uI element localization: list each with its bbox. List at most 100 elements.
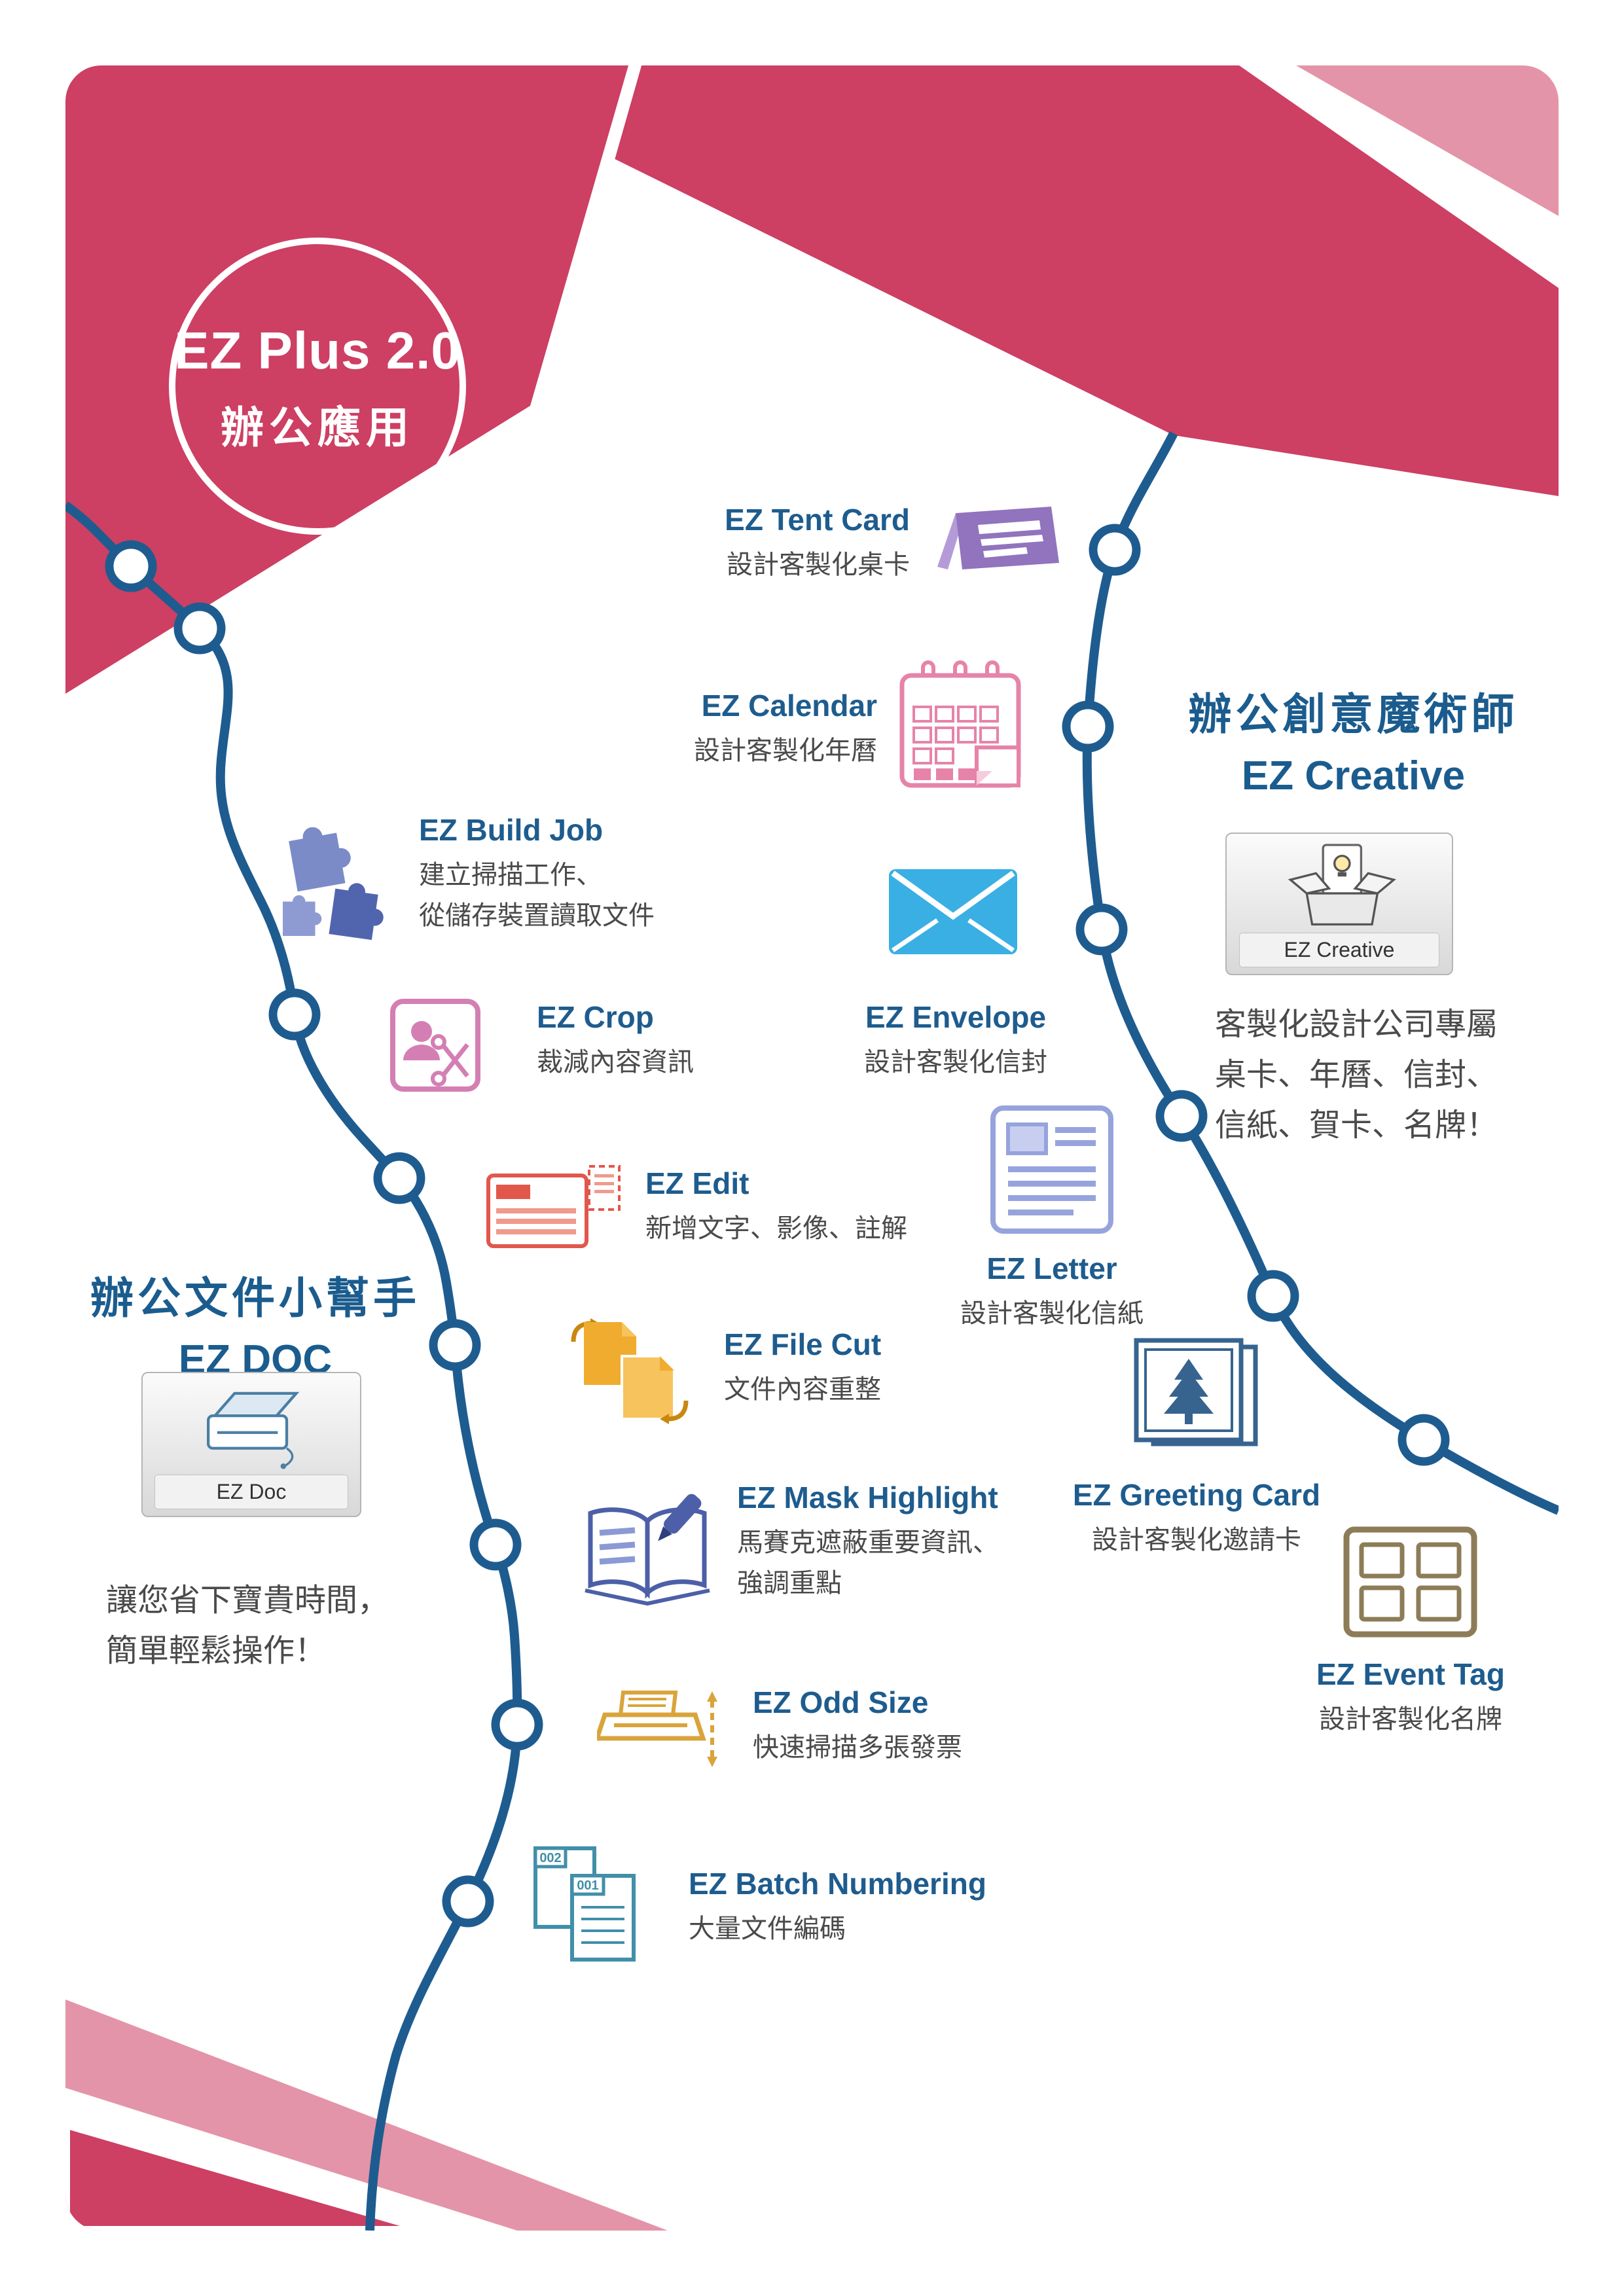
feature-file-cut: EZ File Cut 文件內容重整 — [724, 1327, 1051, 1408]
feature-title: EZ Event Tag — [1316, 1657, 1505, 1691]
creative-heading-cn: 辦公創意魔術師 — [1188, 690, 1519, 738]
feature-desc: 裁減內容資訊 — [537, 1047, 694, 1077]
metro-line-right — [1082, 431, 1559, 1515]
feature-mask-highlight: EZ Mask Highlight 馬賽克遮蔽重要資訊、 強調重點 — [737, 1480, 1163, 1602]
creative-heading-en: EZ Creative — [1241, 753, 1466, 798]
file-cut-icon — [571, 1318, 689, 1424]
feature-title: EZ Envelope — [865, 1000, 1047, 1034]
line-node — [1075, 903, 1128, 956]
feature-crop: EZ Crop 裁減內容資訊 — [537, 1000, 864, 1081]
feature-title: EZ Letter — [986, 1251, 1117, 1285]
build-job-icon — [283, 827, 384, 941]
ez-creative-app-tile: EZ Creative — [1225, 833, 1453, 975]
top-left-shape — [65, 65, 628, 694]
batch-page-002: 002 — [539, 1851, 561, 1865]
feature-desc: 設計客製化信封 — [864, 1047, 1047, 1077]
feature-desc: 設計客製化邀請卡 — [1092, 1525, 1301, 1554]
ez-doc-app-tile: EZ Doc — [141, 1372, 361, 1517]
top-right-wedge-shape — [425, 65, 1559, 496]
feature-desc: 建立掃描工作、 — [419, 860, 602, 889]
odd-size-icon — [597, 1691, 717, 1767]
doc-heading: 辦公文件小幫手 EZ DOC — [85, 1263, 425, 1383]
letter-icon — [990, 1105, 1113, 1234]
calendar-icon — [899, 660, 1021, 788]
greeting-card-icon — [1134, 1338, 1258, 1446]
line-node — [491, 1698, 543, 1751]
bottom-left-crimson-triangle — [65, 2117, 433, 2231]
doc-tagline-line1: 讓您省下寶貴時間， — [106, 1583, 389, 1618]
line-node — [429, 1319, 481, 1371]
batch-page-001: 001 — [577, 1878, 598, 1893]
feature-build-job: EZ Build Job 建立掃描工作、 從儲存裝置讀取文件 — [419, 813, 812, 934]
creative-heading: 辦公創意魔術師 EZ Creative — [1175, 679, 1532, 799]
event-tag-icon — [1343, 1526, 1477, 1638]
creative-desc-line2: 桌卡、年曆、信封、 — [1215, 1057, 1498, 1092]
feature-calendar: EZ Calendar 設計客製化年曆 — [641, 689, 877, 769]
feature-title: EZ Calendar — [701, 689, 877, 723]
app-tile-label: EZ Creative — [1238, 933, 1440, 967]
feature-title: EZ Odd Size — [753, 1685, 929, 1719]
feature-envelope: EZ Envelope 設計客製化信封 — [838, 1000, 1074, 1081]
feature-title: EZ Build Job — [419, 813, 604, 847]
line-node — [469, 1518, 522, 1571]
doc-heading-cn: 辦公文件小幫手 — [90, 1274, 420, 1322]
feature-title: EZ Greeting Card — [1072, 1478, 1321, 1512]
feature-tent-card: EZ Tent Card 設計客製化桌卡 — [681, 503, 910, 583]
badge-ring — [169, 238, 466, 535]
line-node — [442, 1875, 494, 1928]
feature-title: EZ File Cut — [724, 1327, 882, 1361]
mask-highlight-icon — [585, 1494, 710, 1606]
top-right-pink-corner — [1296, 65, 1559, 216]
doc-tagline-line2: 簡單輕鬆操作！ — [106, 1633, 327, 1668]
feature-odd-size: EZ Odd Size 快速掃描多張發票 — [753, 1685, 1093, 1766]
line-node — [268, 988, 321, 1041]
app-tile-label: EZ Doc — [154, 1475, 348, 1509]
edit-icon — [486, 1165, 621, 1248]
feature-desc: 馬賽克遮蔽重要資訊、 — [737, 1528, 999, 1557]
feature-desc: 設計客製化信紙 — [960, 1299, 1144, 1328]
creative-desc-line1: 客製化設計公司專屬 — [1215, 1007, 1498, 1042]
line-node — [173, 602, 226, 655]
badge-title: EZ Plus 2.0 — [174, 321, 461, 380]
crop-icon — [390, 999, 480, 1092]
feature-edit: EZ Edit 新增文字、影像、註解 — [645, 1166, 1012, 1247]
feature-desc: 設計客製化年曆 — [694, 736, 877, 765]
line-node — [1398, 1414, 1450, 1466]
envelope-icon — [889, 869, 1017, 954]
line-nodes — [105, 524, 1450, 1928]
batch-numbering-icon: 002 001 — [533, 1846, 636, 1962]
feature-letter: EZ Letter 設計客製化信紙 — [950, 1251, 1153, 1332]
ez-doc-icon — [206, 1391, 300, 1469]
line-node — [1089, 524, 1141, 576]
doc-tagline: 讓您省下寶貴時間， 簡單輕鬆操作！ — [106, 1576, 512, 1677]
feature-title: EZ Edit — [645, 1166, 749, 1200]
line-node — [1247, 1270, 1299, 1322]
line-node — [373, 1152, 425, 1204]
feature-desc: 從儲存裝置讀取文件 — [419, 901, 655, 930]
badge-subtitle: 辦公應用 — [221, 403, 414, 452]
feature-desc: 設計客製化名牌 — [1319, 1704, 1502, 1734]
line-node — [105, 540, 157, 592]
feature-desc: 文件內容重整 — [724, 1374, 881, 1404]
tent-card-icon — [937, 507, 1059, 569]
feature-title: EZ Mask Highlight — [737, 1480, 998, 1515]
feature-desc: 設計客製化桌卡 — [727, 550, 910, 579]
feature-desc: 大量文件編碼 — [689, 1914, 846, 1943]
feature-desc: 強調重點 — [737, 1568, 842, 1598]
badge: EZ Plus 2.0 辦公應用 — [164, 321, 471, 456]
feature-event-tag: EZ Event Tag 設計客製化名牌 — [1280, 1657, 1542, 1738]
bottom-left-pink-band — [65, 2000, 668, 2231]
ez-creative-icon — [1288, 844, 1396, 926]
feature-greeting-card: EZ Greeting Card 設計客製化邀請卡 — [1066, 1478, 1327, 1558]
feature-title: EZ Tent Card — [725, 503, 910, 537]
feature-desc: 新增文字、影像、註解 — [645, 1213, 907, 1243]
feature-title: EZ Crop — [537, 1000, 654, 1034]
line-node — [1155, 1090, 1208, 1142]
creative-description: 客製化設計公司專屬 桌卡、年曆、信封、 信紙、賀卡、名牌！ — [1215, 1000, 1562, 1151]
feature-batch-numbering: EZ Batch Numbering 大量文件編碼 — [689, 1867, 1114, 1947]
feature-desc: 快速掃描多張發票 — [753, 1732, 962, 1762]
white-separator — [529, 65, 643, 416]
line-node — [1062, 700, 1114, 753]
